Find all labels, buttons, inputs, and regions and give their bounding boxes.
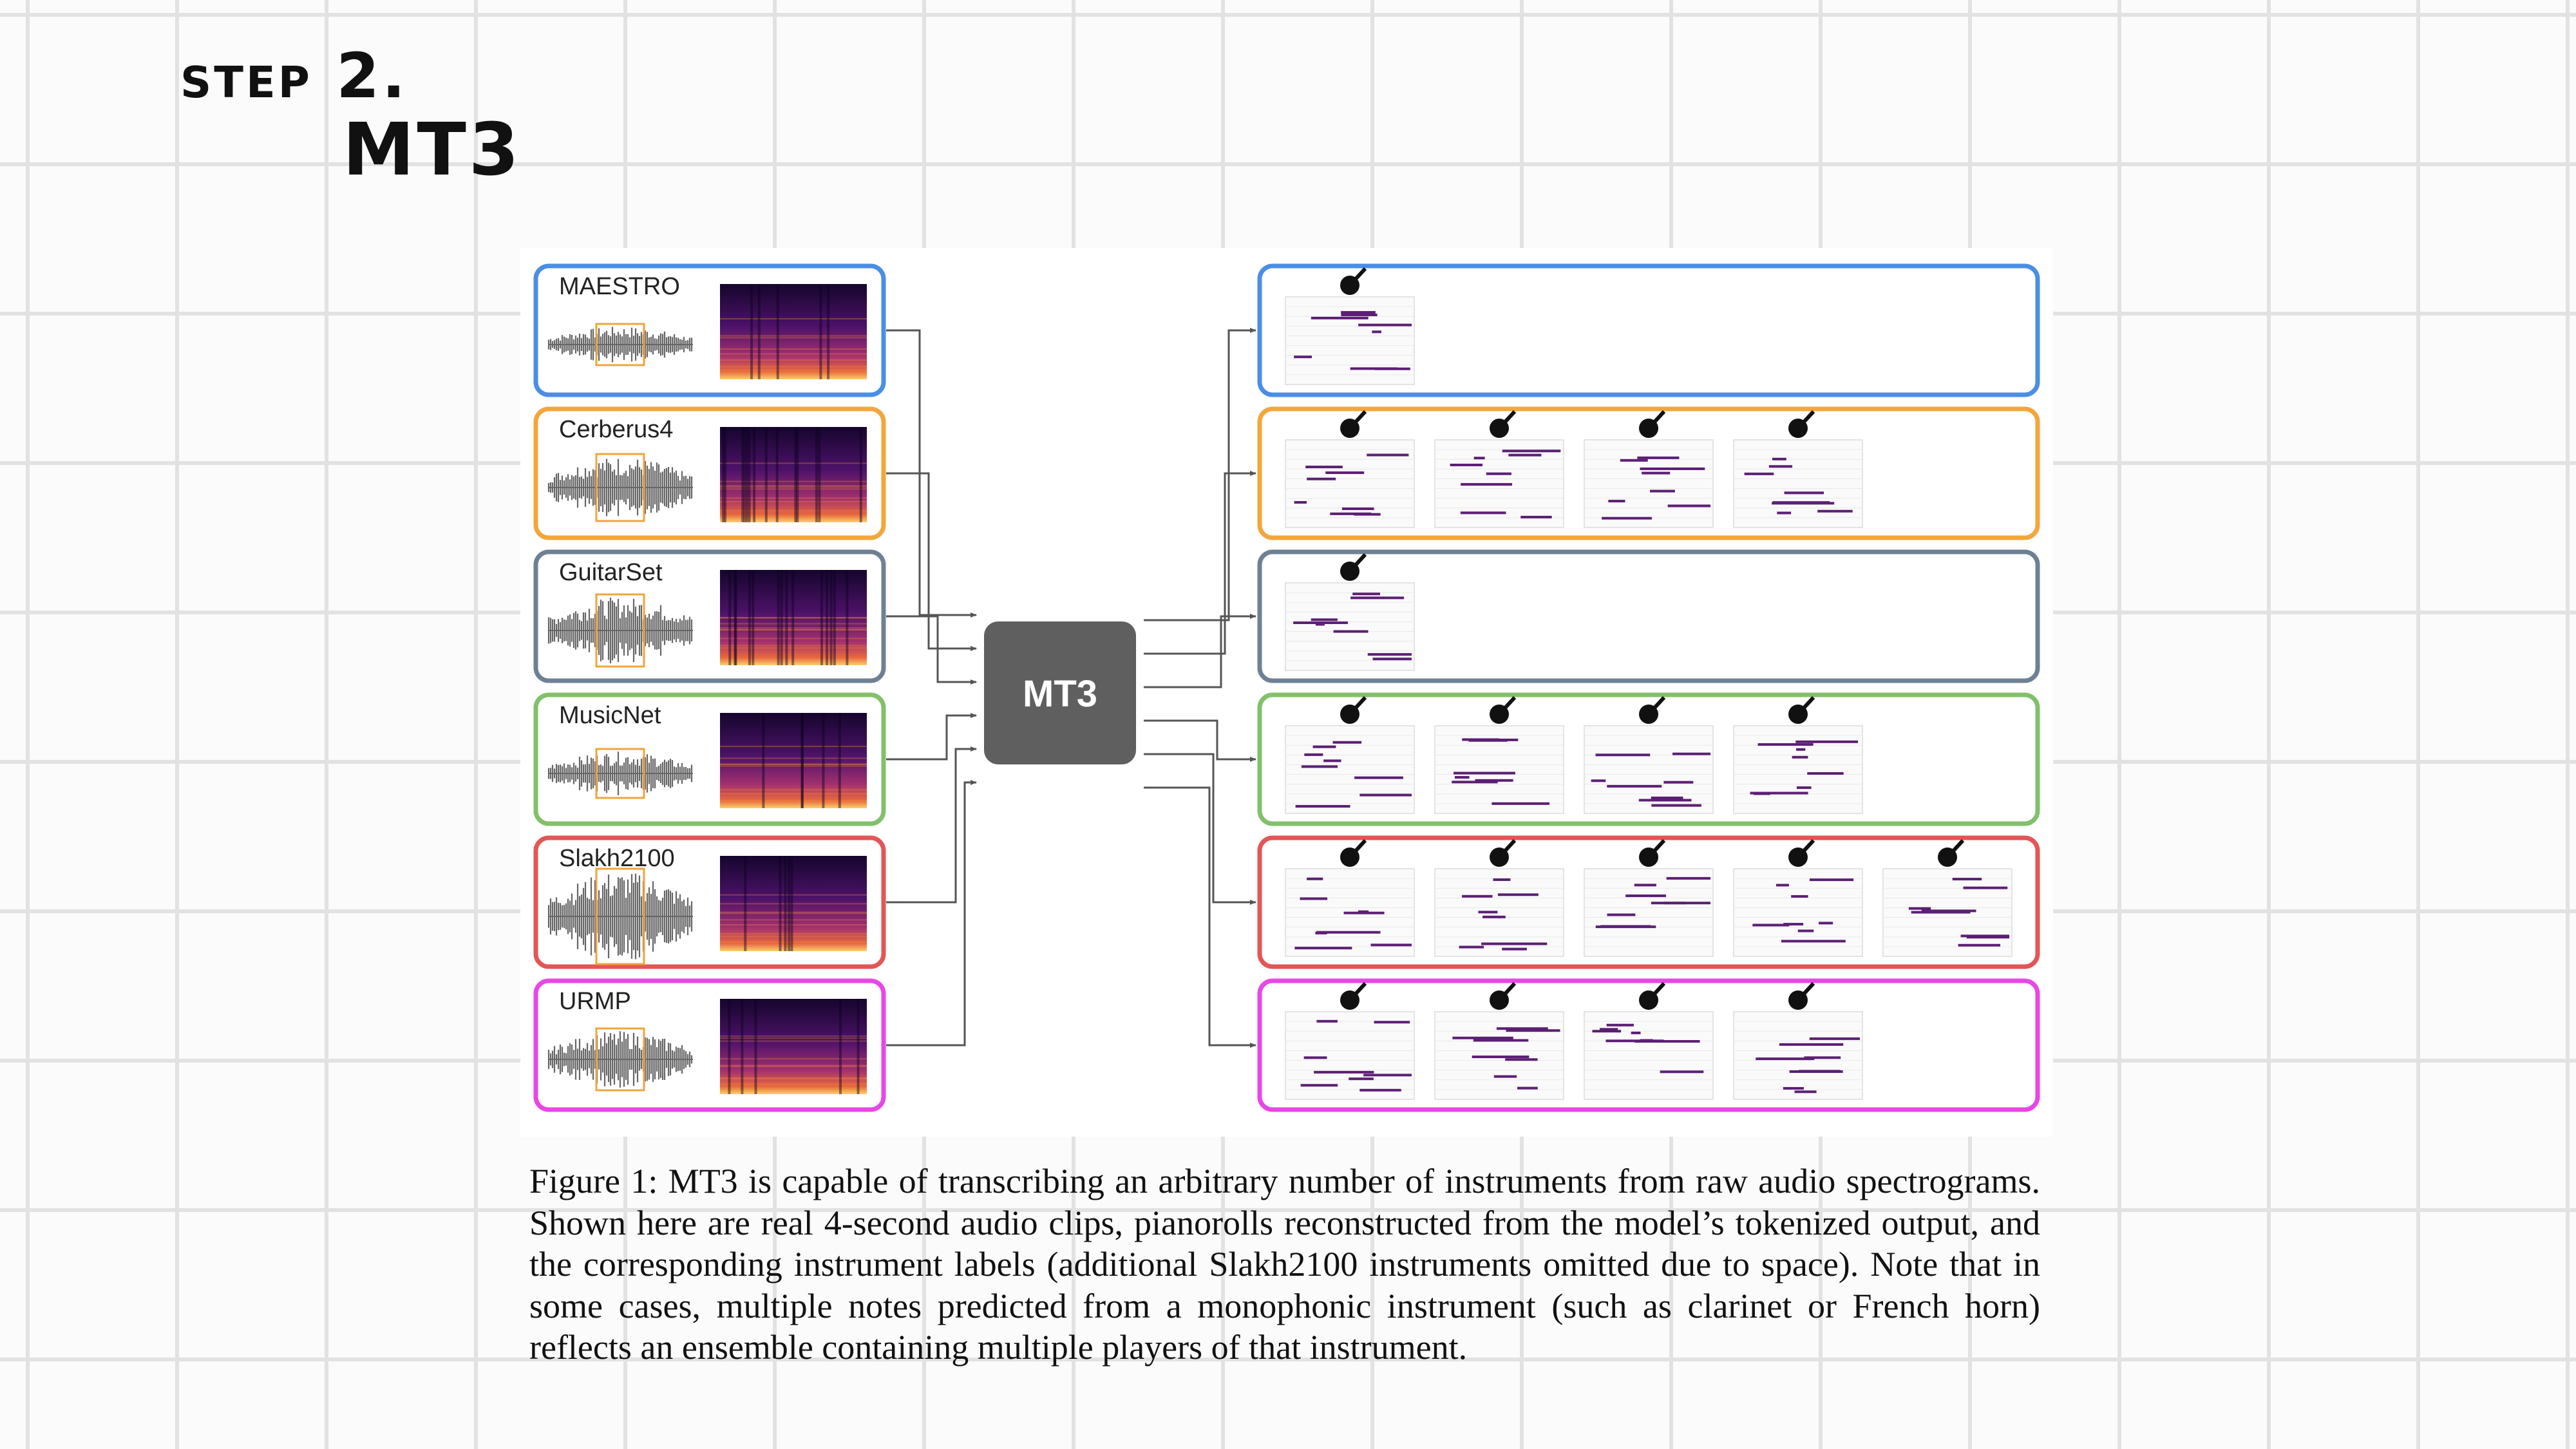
waveform <box>547 593 693 668</box>
waveform <box>547 453 693 522</box>
pianoroll <box>1733 1011 1863 1100</box>
connector-arrows <box>886 328 1256 1048</box>
dataset-input-urmp: URMP <box>533 978 886 1112</box>
pianoroll <box>1434 725 1564 814</box>
dataset-label: Slakh2100 <box>559 845 675 872</box>
pianoroll <box>1733 868 1863 957</box>
dataset-input-musicnet: MusicNet <box>533 692 886 826</box>
output-arrow <box>1144 786 1256 1048</box>
strings-icon <box>1938 838 1965 867</box>
pianoroll <box>1733 725 1863 814</box>
french-horn-icon <box>1788 696 1815 724</box>
spectrogram <box>720 427 867 522</box>
dataset-input-guitarset: GuitarSet <box>533 549 886 683</box>
pianoroll <box>1285 296 1415 385</box>
input-arrow <box>886 615 977 685</box>
dataset-label: GuitarSet <box>559 559 663 586</box>
input-arrow <box>886 713 977 761</box>
transcription-output-slakh2100 <box>1257 835 2040 969</box>
input-arrow <box>886 746 977 904</box>
transcription-output-urmp <box>1257 978 2040 1112</box>
spectrogram <box>720 284 867 379</box>
violin-icon <box>1340 981 1367 1010</box>
waveform <box>547 748 693 799</box>
piano-icon <box>1340 267 1367 295</box>
output-arrow <box>1144 719 1256 762</box>
waveform <box>547 867 693 965</box>
dataset-input-maestro: MAESTRO <box>533 263 886 397</box>
spectrogram <box>720 999 867 1094</box>
mt3-model-label: MT3 <box>1023 673 1097 715</box>
drums-icon <box>1788 410 1815 438</box>
output-arrow <box>1144 753 1256 905</box>
pianoroll <box>1285 439 1415 528</box>
viola-icon <box>1639 981 1666 1010</box>
output-arrow <box>1144 328 1256 621</box>
dataset-label: Cerberus4 <box>559 416 673 443</box>
waveform <box>547 1027 693 1092</box>
bassoon-icon <box>1490 696 1517 724</box>
piano-icon <box>1340 410 1367 438</box>
clarinet-icon <box>1340 696 1367 724</box>
pianoroll <box>1434 868 1564 957</box>
pianoroll <box>1434 1011 1564 1100</box>
pianoroll <box>1733 439 1863 528</box>
dataset-input-cerberus4: Cerberus4 <box>533 406 886 540</box>
transcription-outputs <box>1257 263 2040 1112</box>
step-label: step 2. <box>180 40 408 112</box>
mt3-diagram: MAESTRO Cerberus4GuitarSetMusicNetSlakh21… <box>533 263 2040 1112</box>
acoustic-guitar-icon <box>1340 553 1367 581</box>
pianoroll <box>1584 868 1714 957</box>
spectrogram <box>720 570 867 665</box>
mt3-model-box: MT3 <box>984 621 1136 764</box>
transcription-output-guitarset <box>1257 549 2040 683</box>
output-arrow <box>1144 614 1256 688</box>
dataset-label: MusicNet <box>559 702 661 729</box>
dataset-label: MAESTRO <box>559 273 680 300</box>
output-arrow <box>1144 471 1256 655</box>
drums-icon <box>1788 838 1815 867</box>
bass-guitar-icon <box>1639 838 1666 867</box>
pianoroll <box>1434 439 1564 528</box>
input-arrow <box>886 780 977 1046</box>
pianoroll <box>1285 582 1415 671</box>
pianoroll <box>1882 868 2012 957</box>
pianoroll <box>1584 439 1714 528</box>
electric-guitar-icon <box>1490 410 1517 438</box>
cello-icon <box>1490 981 1517 1010</box>
electric-guitar-icon <box>1490 838 1517 867</box>
transcription-output-musicnet <box>1257 692 2040 826</box>
pianoroll <box>1285 725 1415 814</box>
spectrogram <box>720 713 867 808</box>
dataset-label: URMP <box>559 988 631 1015</box>
pianoroll <box>1285 868 1415 957</box>
electric-guitar-icon <box>1639 410 1666 438</box>
input-arrow <box>886 472 977 651</box>
pianoroll <box>1584 1011 1714 1100</box>
dataset-input-slakh2100: Slakh2100 <box>533 835 886 969</box>
transcription-output-cerberus4 <box>1257 406 2040 540</box>
synth-keyboard-icon <box>1340 838 1367 867</box>
oboe-icon <box>1639 696 1666 724</box>
slide-title: MT3 <box>343 108 522 192</box>
transcription-output-maestro <box>1257 263 2040 397</box>
dataset-inputs: MAESTRO Cerberus4GuitarSetMusicNetSlakh21… <box>533 263 886 1112</box>
waveform <box>547 323 693 366</box>
guitar-icon <box>1788 981 1815 1010</box>
spectrogram <box>720 856 867 951</box>
pianoroll <box>1285 1011 1415 1100</box>
figure-caption: Figure 1: MT3 is capable of transcribing… <box>529 1162 2040 1367</box>
pianoroll <box>1584 725 1714 814</box>
